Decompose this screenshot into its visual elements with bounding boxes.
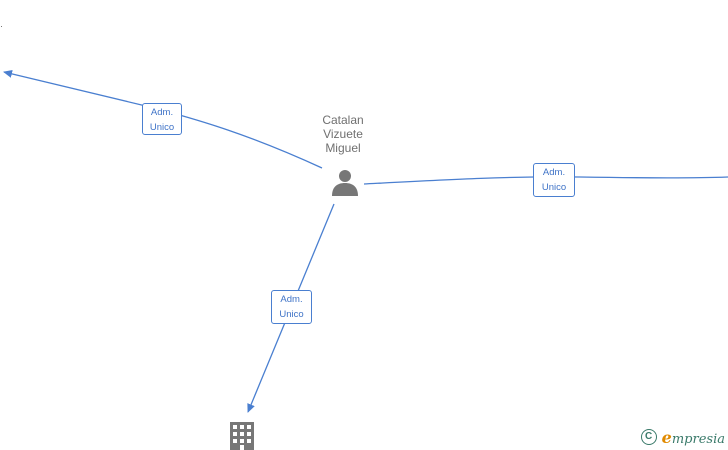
edge-label-line1: Adm. <box>280 294 303 305</box>
building-icon[interactable] <box>230 422 254 450</box>
edge-to-right[interactable] <box>363 176 728 185</box>
brand-name-first-letter: e <box>661 427 672 447</box>
edge-label-line2: Unico <box>279 309 304 320</box>
edge-label-right[interactable]: Adm. Unico <box>533 163 575 197</box>
corner-mark <box>1 26 2 27</box>
person-name-line3: Miguel <box>325 141 361 155</box>
person-name[interactable]: Catalan Vizuete Miguel <box>305 113 381 155</box>
edge-label-bottom[interactable]: Adm. Unico <box>271 290 312 324</box>
brand-watermark: C empresia <box>640 427 725 447</box>
edge-label-line1: Adm. <box>150 107 174 118</box>
edge-label-line2: Unico <box>149 122 175 133</box>
brand-name-rest: mpresia <box>671 431 725 447</box>
edge-label-line2: Unico <box>541 182 567 193</box>
person-name-line2: Vizuete <box>323 127 363 141</box>
edge-label-line1: Adm. <box>542 167 566 178</box>
edge-label-top-left[interactable]: Adm. Unico <box>142 103 182 135</box>
person-icon[interactable] <box>331 168 359 196</box>
person-name-line1: Catalan <box>322 113 364 127</box>
brand-name: empresia <box>662 428 725 447</box>
copyright-icon: C <box>640 429 657 445</box>
